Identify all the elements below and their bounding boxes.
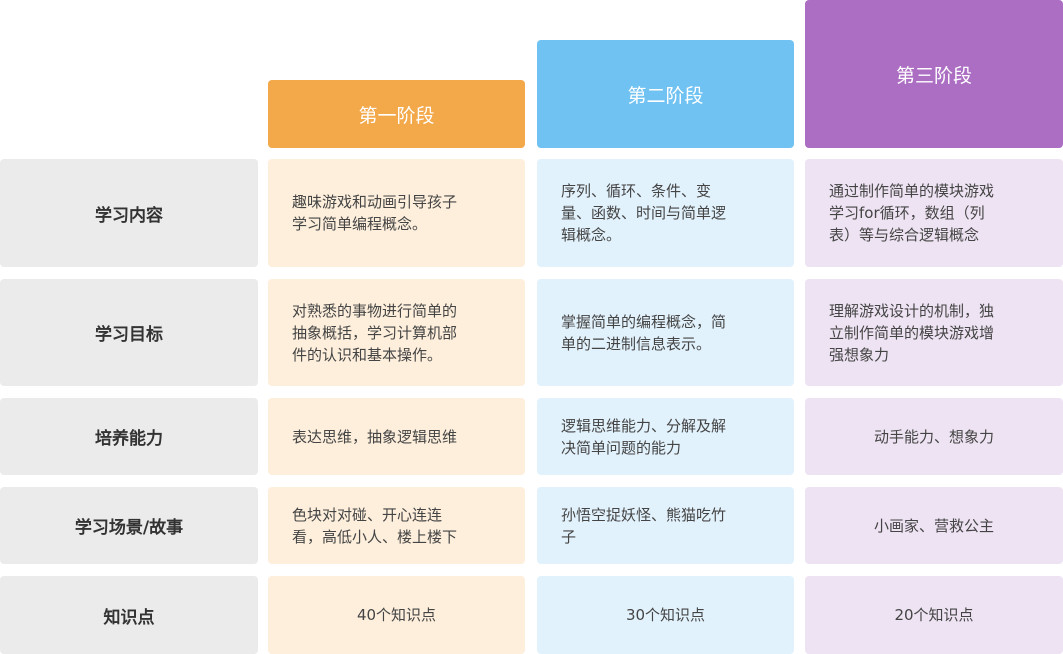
cell-text: 30个知识点 <box>625 606 706 624</box>
stage-1-header-label: 第一阶段 <box>358 104 435 127</box>
learning-goals-stage-3: 理解游戏设计的机制，独 立制作简单的模块游戏增 强想象力 <box>805 279 1063 386</box>
learning-goals-stage-2: 掌握简单的编程概念，简 单的二进制信息表示。 <box>537 279 794 386</box>
row-label-scenes-stories: 学习场景/故事 <box>0 487 258 564</box>
learning-goals-stage-1: 对熟悉的事物进行简单的 抽象概括，学习计算机部 件的认识和基本操作。 <box>268 279 525 386</box>
abilities-stage-2: 逻辑思维能力、分解及解 决简单问题的能力 <box>537 398 794 475</box>
learning-content-stage-3: 通过制作简单的模块游戏 学习for循环，数组（列 表）等与综合逻辑概念 <box>805 159 1063 267</box>
learning-content-stage-1: 趣味游戏和动画引导孩子 学习简单编程概念。 <box>268 159 525 267</box>
cell-text: 40个知识点 <box>356 606 437 624</box>
scenes-stories-stage-1: 色块对对碰、开心连连 看，高低小人、楼上楼下 <box>268 487 525 564</box>
stage-2-header-label: 第二阶段 <box>627 84 704 107</box>
cell-text: 序列、循环、条件、变 量、函数、时间与简单逻 辑概念。 <box>561 182 727 244</box>
scenes-stories-stage-3: 小画家、营救公主 <box>805 487 1063 564</box>
cell-text: 色块对对碰、开心连连 看，高低小人、楼上楼下 <box>292 505 458 546</box>
cell-text: 小画家、营救公主 <box>873 516 994 535</box>
stage-3-header: 第三阶段 <box>805 0 1063 148</box>
cell-text: 孙悟空捉妖怪、熊猫吃竹 子 <box>561 505 727 546</box>
cell-text: 表达思维，抽象逻辑思维 <box>292 427 458 446</box>
learning-content-stage-2: 序列、循环、条件、变 量、函数、时间与简单逻 辑概念。 <box>537 159 794 267</box>
row-label-knowledge-points: 知识点 <box>0 576 258 654</box>
row-label-learning-goals: 学习目标 <box>0 279 258 386</box>
row-label-text: 学习场景/故事 <box>74 518 184 538</box>
row-label-text: 学习目标 <box>95 325 163 345</box>
stage-3-header-label: 第三阶段 <box>895 64 972 87</box>
cell-text: 通过制作简单的模块游戏 学习for循环，数组（列 表）等与综合逻辑概念 <box>829 182 995 244</box>
stage-2-header: 第二阶段 <box>537 40 794 148</box>
cell-text: 动手能力、想象力 <box>873 427 994 446</box>
cell-text: 逻辑思维能力、分解及解 决简单问题的能力 <box>561 416 727 457</box>
knowledge-points-stage-1: 40个知识点 <box>268 576 525 654</box>
row-label-text: 学习内容 <box>95 205 163 226</box>
abilities-stage-1: 表达思维，抽象逻辑思维 <box>268 398 525 475</box>
row-label-learning-content: 学习内容 <box>0 159 258 267</box>
cell-text: 对熟悉的事物进行简单的 抽象概括，学习计算机部 件的认识和基本操作。 <box>292 301 458 364</box>
cell-text: 趣味游戏和动画引导孩子 学习简单编程概念。 <box>292 193 458 233</box>
stage-1-header: 第一阶段 <box>268 80 525 148</box>
knowledge-points-stage-2: 30个知识点 <box>537 576 794 654</box>
cell-text: 20个知识点 <box>894 606 974 624</box>
row-label-text: 培养能力 <box>95 429 163 449</box>
row-label-abilities: 培养能力 <box>0 398 258 475</box>
knowledge-points-stage-3: 20个知识点 <box>805 576 1063 654</box>
scenes-stories-stage-2: 孙悟空捉妖怪、熊猫吃竹 子 <box>537 487 794 564</box>
cell-text: 掌握简单的编程概念，简 单的二进制信息表示。 <box>561 312 727 353</box>
cell-text: 理解游戏设计的机制，独 立制作简单的模块游戏增 强想象力 <box>829 301 995 364</box>
abilities-stage-3: 动手能力、想象力 <box>805 398 1063 475</box>
row-label-text: 知识点 <box>103 607 155 628</box>
